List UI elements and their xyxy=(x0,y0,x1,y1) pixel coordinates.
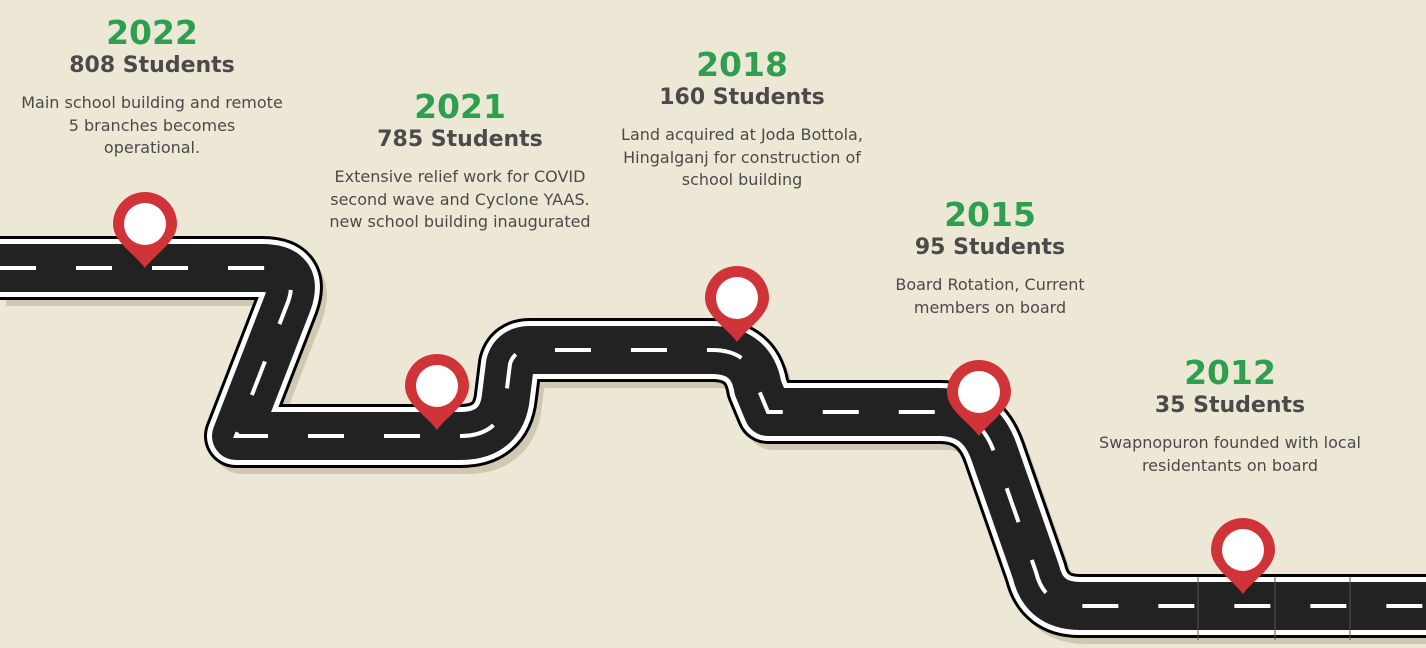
milestone-description: Extensive relief work for COVID second w… xyxy=(329,167,591,231)
milestone-students: 35 Students xyxy=(1154,393,1306,418)
milestone-year: 2022 xyxy=(106,13,198,52)
road-group xyxy=(0,236,1426,644)
milestone-description: Main school building and remote 5 branch… xyxy=(21,93,283,157)
milestone-2018: 2018 160 Students Land acquired at Joda … xyxy=(620,46,864,192)
milestone-students: 95 Students xyxy=(914,235,1066,260)
milestone-year: 2015 xyxy=(944,195,1036,234)
milestone-2015: 2015 95 Students Board Rotation, Current… xyxy=(860,196,1120,319)
map-pin-icon xyxy=(705,266,769,342)
pins-group xyxy=(113,192,1275,594)
milestone-year: 2021 xyxy=(414,87,506,126)
map-pin-icon xyxy=(947,360,1011,436)
road-center-dashes xyxy=(0,266,1426,608)
milestone-2021: 2021 785 Students Extensive relief work … xyxy=(328,88,592,234)
map-pin-icon xyxy=(113,192,177,268)
milestone-2012: 2012 35 Students Swapnopuron founded wit… xyxy=(1080,354,1380,477)
milestone-students: 785 Students xyxy=(377,127,543,152)
map-pin-icon xyxy=(405,354,469,430)
milestone-description: Land acquired at Joda Bottola, Hingalgan… xyxy=(621,125,863,189)
map-pin-icon xyxy=(1211,518,1275,594)
milestone-students: 160 Students xyxy=(659,85,825,110)
milestone-2022: 2022 808 Students Main school building a… xyxy=(20,14,284,160)
milestone-year: 2012 xyxy=(1184,353,1276,392)
milestone-year: 2018 xyxy=(696,45,788,84)
milestone-description: Board Rotation, Current members on board xyxy=(895,275,1085,317)
road-joints xyxy=(1197,577,1351,640)
milestone-description: Swapnopuron founded with local residenta… xyxy=(1099,433,1361,475)
milestone-students: 808 Students xyxy=(69,53,235,78)
